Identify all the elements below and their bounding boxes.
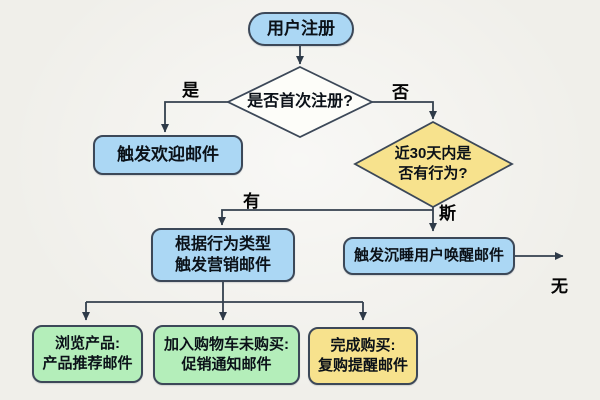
- purchase-done-line2: 复购提醒邮件: [317, 357, 408, 374]
- welcome-email-node: 触发欢迎邮件: [93, 135, 243, 175]
- cart-no-purchase-node: 加入购物车未购买: 促销通知邮件: [153, 325, 300, 385]
- edge-no-to-activity-decision: [372, 101, 437, 120]
- cart-no-purchase-line2: 促销通知邮件: [181, 356, 272, 373]
- edge-label-no: 否: [392, 83, 409, 102]
- marketing-email-node: 根据行为类型 触发营销邮件: [151, 228, 295, 282]
- decision-recent-activity-diamond: [353, 120, 514, 209]
- browse-product-line1: 浏览产品:: [55, 335, 120, 353]
- welcome-email-label: 触发欢迎邮件: [117, 144, 219, 164]
- dormant-wakeup-email-node: 触发沉睡用户唤醒邮件: [343, 237, 515, 275]
- decision-first-signup-diamond: [225, 65, 375, 139]
- start-node: 用户注册: [248, 12, 354, 46]
- edge-has-activity-to-marketing: [218, 209, 433, 226]
- edge-yes-to-welcome: [161, 101, 228, 133]
- marketing-email-line2: 触发营销邮件: [174, 257, 271, 274]
- start-node-label: 用户注册: [267, 18, 335, 38]
- purchase-done-node: 完成购买: 复购提醒邮件: [308, 327, 418, 385]
- dormant-wakeup-email-label: 触发沉睡用户唤醒邮件: [353, 247, 504, 265]
- cart-no-purchase-line1: 加入购物车未购买:: [164, 336, 289, 354]
- edge-label-no-activity-down: 斯: [439, 204, 456, 223]
- edge-label-no-activity-right: 无: [551, 277, 568, 296]
- browse-product-line2: 产品推荐邮件: [42, 355, 133, 372]
- edge-label-yes: 是: [182, 81, 199, 100]
- edge-label-has-activity: 有: [243, 192, 260, 211]
- marketing-email-line1: 根据行为类型: [174, 235, 271, 253]
- purchase-done-line1: 完成购买:: [330, 337, 396, 355]
- browse-product-node: 浏览产品: 产品推荐邮件: [32, 325, 143, 383]
- edge-marketing-distribution: [86, 282, 363, 303]
